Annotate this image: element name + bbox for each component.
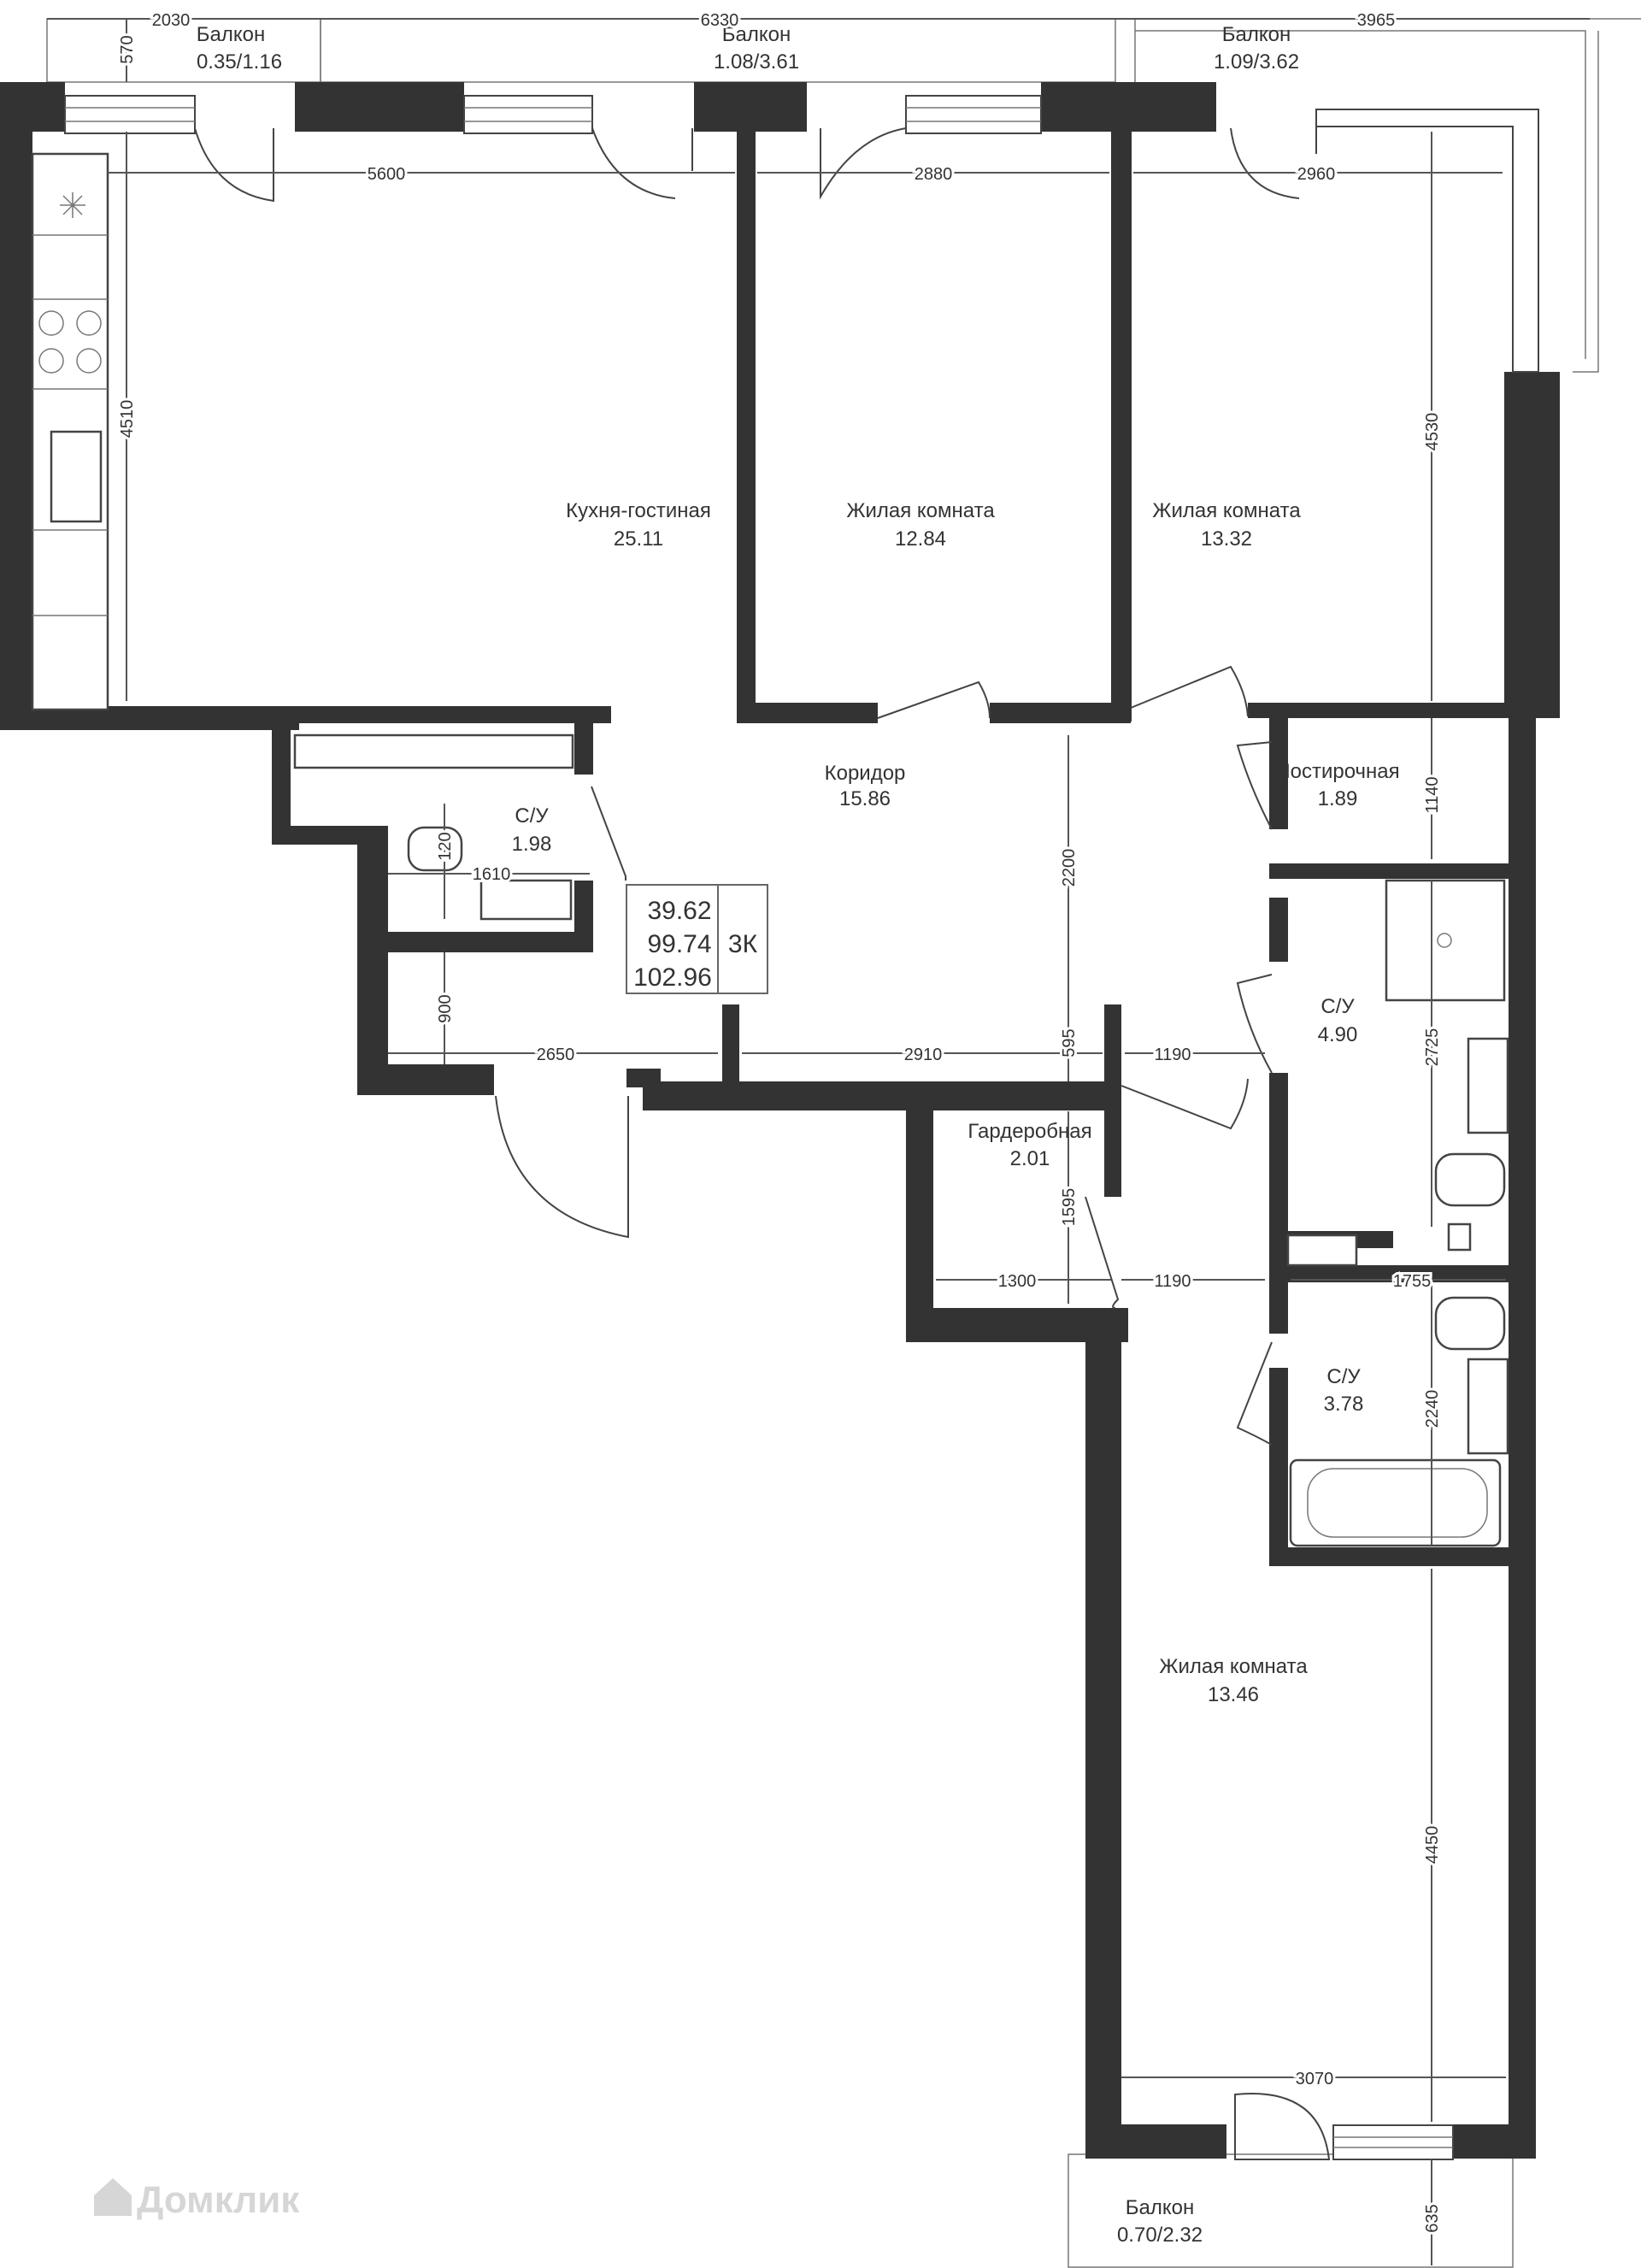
- dimension-label: 2030: [152, 11, 191, 30]
- total-area: 99.74: [647, 930, 711, 958]
- dimension-labels: 2030 6330 3965 570 5600 2880 2960 4510 4…: [115, 9, 1444, 2236]
- windows: [64, 95, 1539, 2160]
- dimension-label: 1755: [1393, 1272, 1432, 1291]
- living-area: 39.62: [647, 897, 711, 925]
- dimension-label: 3965: [1357, 11, 1396, 30]
- room-area: 2.01: [1010, 1147, 1050, 1170]
- area-summary-box: 39.62 99.74 102.96 3К: [626, 884, 768, 994]
- dimension-label: 635: [1423, 2204, 1442, 2232]
- balcony-area: 1.08/3.61: [714, 50, 799, 74]
- dimension-label: 1300: [998, 1272, 1037, 1291]
- dimension-label: 570: [118, 35, 137, 63]
- room-area: 15.86: [839, 787, 891, 810]
- room-name: С/У: [1326, 1365, 1361, 1388]
- fixtures: [31, 152, 1509, 1547]
- dimension-label: 4450: [1423, 1826, 1442, 1864]
- dimension-label: 1190: [1154, 1046, 1191, 1064]
- room-name: Жилая комната: [1159, 1655, 1308, 1678]
- balcony-labels: Балкон 0.35/1.16 Балкон 1.08/3.61 Балкон…: [197, 23, 1299, 2247]
- balcony-name: Балкон: [197, 23, 265, 46]
- room-area: 3.78: [1324, 1393, 1364, 1416]
- walls: [0, 82, 1560, 2159]
- room-kitchen-living: Кухня-гостиная 25.11: [566, 499, 711, 551]
- watermark: Домклик: [94, 2178, 300, 2221]
- dimension-label: 1190: [1154, 1272, 1191, 1291]
- room-name: Постирочная: [1275, 760, 1399, 783]
- dimension-lines: [47, 18, 1590, 2265]
- room-bathroom-1: С/У 1.98: [512, 804, 552, 856]
- room-bedroom-2: Жилая комната 13.32: [1152, 499, 1301, 551]
- room-area: 1.89: [1318, 787, 1358, 810]
- room-name: С/У: [515, 804, 549, 828]
- dimension-label: 2200: [1060, 849, 1079, 887]
- dimension-label: 120: [436, 832, 455, 860]
- dimension-label: 2880: [915, 165, 953, 184]
- room-laundry: Постирочная 1.89: [1275, 760, 1399, 810]
- house-logo-icon: [94, 2178, 132, 2216]
- room-area: 4.90: [1318, 1023, 1358, 1046]
- dimension-label: 5600: [368, 165, 406, 184]
- balcony-area: 0.35/1.16: [197, 50, 282, 74]
- room-name: Жилая комната: [1152, 499, 1301, 522]
- dimension-label: 6330: [701, 11, 739, 30]
- room-area: 13.32: [1201, 527, 1252, 551]
- apartment-type: 3К: [728, 930, 758, 958]
- dimension-label: 595: [1060, 1028, 1079, 1057]
- room-name: Жилая комната: [846, 499, 995, 522]
- dimension-label: 900: [436, 994, 455, 1022]
- balcony-name: Балкон: [722, 23, 791, 46]
- balcony-name: Балкон: [1222, 23, 1291, 46]
- room-labels: Кухня-гостиная 25.11 Жилая комната 12.84…: [512, 499, 1400, 1706]
- dimension-label: 4530: [1423, 413, 1442, 451]
- room-bedroom-3: Жилая комната 13.46: [1159, 1655, 1308, 1706]
- room-name: Коридор: [825, 762, 906, 785]
- total-area-with-balconies: 102.96: [633, 963, 712, 992]
- room-bathroom-3: С/У 3.78: [1324, 1365, 1364, 1416]
- doors: [194, 109, 1331, 2160]
- dimension-label: 2650: [537, 1046, 575, 1064]
- balcony-area: 1.09/3.62: [1214, 50, 1299, 74]
- room-name: Гардеробная: [968, 1120, 1091, 1143]
- dimension-label: 1595: [1060, 1188, 1079, 1227]
- room-area: 25.11: [614, 527, 663, 551]
- balcony-outlines: [46, 18, 1641, 2268]
- room-area: 13.46: [1208, 1683, 1259, 1706]
- dimension-label: 2910: [904, 1046, 943, 1064]
- room-name: Кухня-гостиная: [566, 499, 711, 522]
- room-bathroom-2: С/У 4.90: [1318, 995, 1358, 1046]
- dimension-label: 1610: [473, 865, 511, 884]
- watermark-text: Домклик: [137, 2179, 300, 2221]
- room-name: С/У: [1320, 995, 1355, 1018]
- dimension-label: 3070: [1296, 2070, 1334, 2088]
- dimension-label: 2240: [1423, 1390, 1442, 1429]
- room-wardrobe: Гардеробная 2.01: [968, 1120, 1091, 1170]
- dimension-label: 4510: [118, 400, 137, 439]
- room-bedroom-1: Жилая комната 12.84: [846, 499, 995, 551]
- room-corridor: Коридор 15.86: [825, 762, 906, 810]
- dimension-label: 2960: [1297, 165, 1336, 184]
- balcony-area: 0.70/2.32: [1117, 2224, 1203, 2247]
- balcony-name: Балкон: [1126, 2196, 1194, 2219]
- room-area: 1.98: [512, 833, 552, 856]
- room-area: 12.84: [895, 527, 946, 551]
- dimension-label: 1140: [1423, 776, 1442, 813]
- dimension-label: 2725: [1423, 1028, 1442, 1067]
